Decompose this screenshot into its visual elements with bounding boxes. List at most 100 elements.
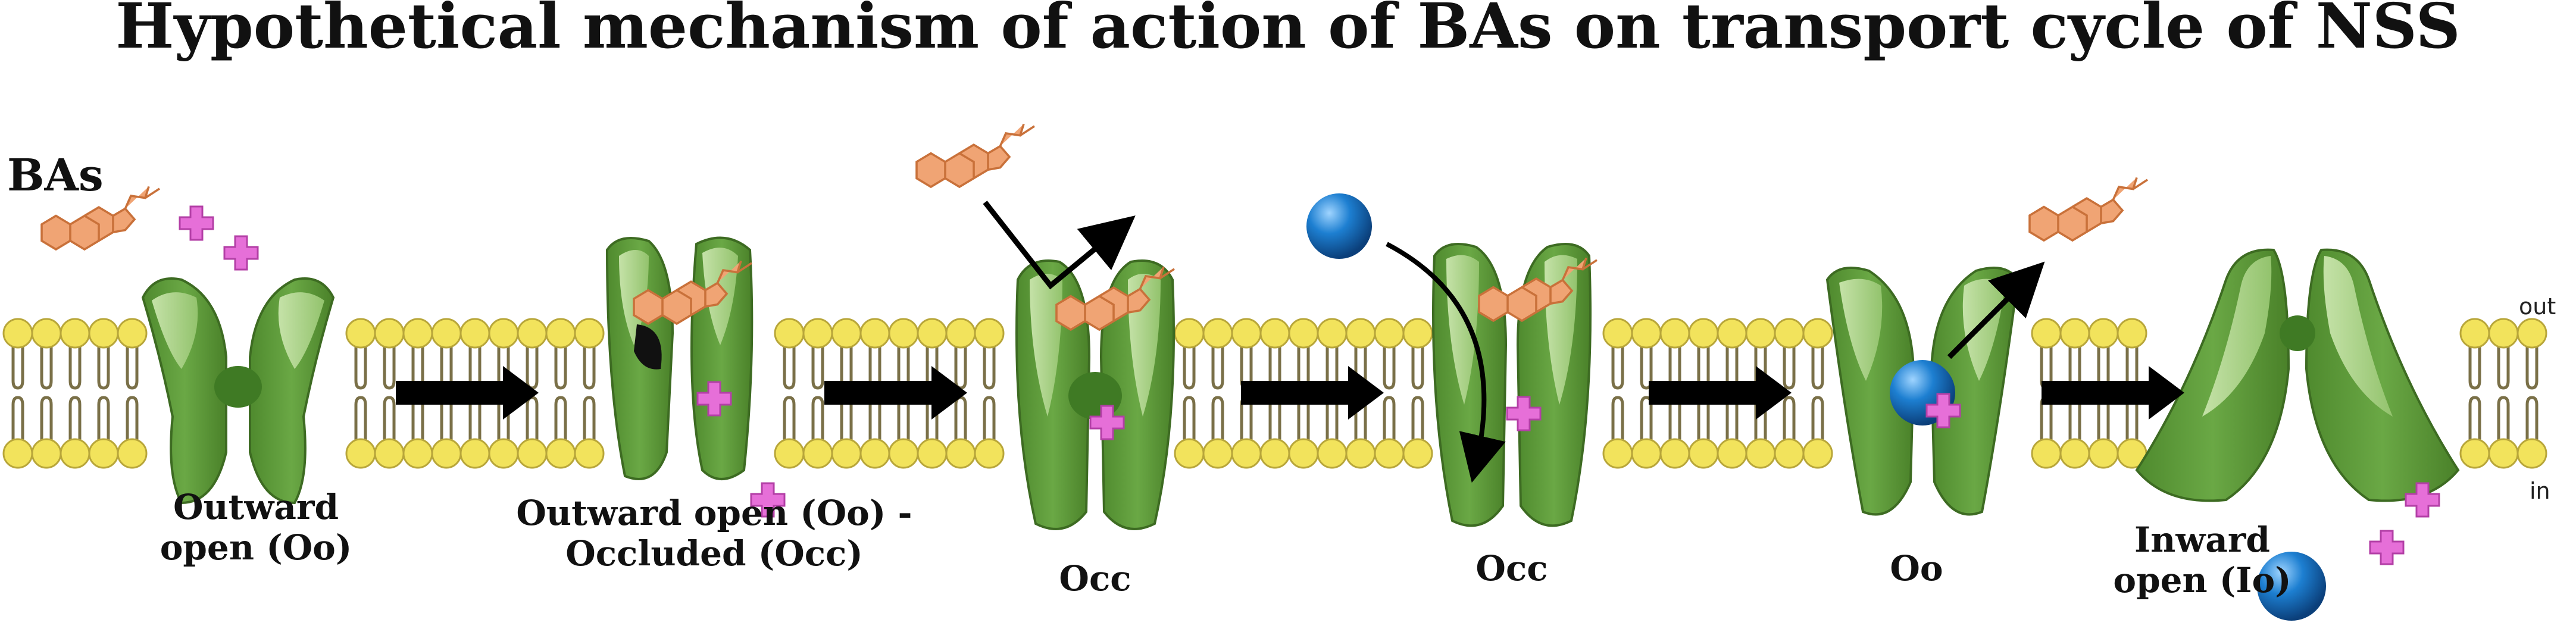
lipid-head (1259, 438, 1290, 469)
lipid-tail (2525, 346, 2539, 390)
lipid-tail (68, 396, 82, 440)
bile-acid-molecule (633, 260, 752, 326)
lipid-head (1288, 438, 1319, 469)
lipid-tail (1383, 346, 1396, 390)
lipid-tail (1383, 396, 1396, 440)
lipid-head (1259, 318, 1290, 349)
lipid-head (374, 438, 405, 469)
lipid-head (1602, 318, 1633, 349)
lipid-head (2117, 318, 2147, 349)
lipid-head (517, 318, 548, 349)
lipid-tail (40, 346, 53, 390)
reaction-arrow (1649, 366, 1792, 420)
out-side-label: out (2519, 293, 2556, 320)
lipid-tail (811, 346, 824, 390)
lipid-tail (783, 346, 796, 390)
sodium-ion-plus (1089, 405, 1125, 440)
state-label-line: Outward (173, 487, 339, 527)
lipid-tail (383, 346, 396, 390)
lipid-head (345, 318, 376, 349)
state-label-line: open (Oo) (160, 527, 352, 568)
lipid-head (2059, 318, 2090, 349)
lipid-head (31, 438, 62, 469)
transporter-protein (141, 277, 335, 505)
transporter-protein (605, 236, 754, 480)
lipid-tail (983, 396, 996, 440)
lipid-tail (526, 396, 539, 440)
lipid-tail (2525, 396, 2539, 440)
lipid-head (2088, 318, 2119, 349)
lipid-head (945, 318, 976, 349)
sodium-ion-plus (750, 482, 786, 518)
transporter-protein (1825, 267, 2019, 516)
lipid-head (402, 438, 433, 469)
lipid-tail (954, 346, 967, 390)
lipid-head (1745, 438, 1776, 469)
lipid-head (488, 318, 519, 349)
lipid-tail (1183, 346, 1196, 390)
lipid-head (2516, 438, 2547, 469)
transporters (141, 236, 2460, 530)
lipid-tail (583, 346, 596, 390)
state-label-line: open (Io) (2113, 560, 2291, 600)
lipid-head (859, 318, 890, 349)
lipid-head (2, 438, 33, 469)
lipid-tail (1183, 396, 1196, 440)
reaction-arrow (1241, 366, 1384, 420)
lipid-head (1288, 318, 1319, 349)
lipid-head (1231, 318, 1262, 349)
lipid-tail (2497, 346, 2510, 390)
sodium-ion-plus (696, 381, 732, 417)
sodium-ion-plus (2369, 530, 2405, 565)
bile-acid-molecule (40, 186, 160, 251)
reaction-arrow (824, 366, 967, 420)
lipid-head (1402, 438, 1433, 469)
lipid-head (1774, 318, 1805, 349)
bas-label: BAs (7, 150, 104, 201)
lipid-head (517, 438, 548, 469)
lipid-tail (97, 396, 110, 440)
lipid-head (945, 438, 976, 469)
lipid-head (974, 318, 1005, 349)
release-arrow (983, 201, 1136, 290)
lipid-head (1717, 318, 1747, 349)
sodium-ion-plus (179, 205, 214, 241)
bile-acids (40, 123, 2148, 331)
lipid-tail (11, 346, 24, 390)
lipid-head (31, 318, 62, 349)
lipid-tail (783, 396, 796, 440)
lipid-head (1659, 318, 1690, 349)
lipid-tail (11, 396, 24, 440)
lipid-head (2459, 318, 2490, 349)
bile-acid-molecule (915, 123, 1035, 189)
lipid-head (1345, 318, 1376, 349)
ions (179, 205, 2440, 565)
lipid-head (459, 318, 490, 349)
sodium-ion-plus (223, 235, 259, 271)
lipid-head (1745, 318, 1776, 349)
lipid-head (1659, 438, 1690, 469)
lipid-head (831, 438, 862, 469)
lipid-tail (1211, 396, 1224, 440)
lipid-head (859, 438, 890, 469)
lipid-head (374, 318, 405, 349)
bile-acid-molecule (1478, 257, 1598, 323)
lipid-head (1402, 318, 1433, 349)
lipid-tail (2497, 396, 2510, 440)
lipid-head (2488, 318, 2519, 349)
substrate-sphere (1306, 193, 1372, 259)
in-side-label: in (2530, 478, 2550, 504)
lipid-head (888, 438, 919, 469)
lipid-head (802, 438, 833, 469)
lipid-tail (126, 346, 139, 390)
lipid-tail (2468, 346, 2481, 390)
lipid-head (431, 438, 462, 469)
lipid-head (1631, 438, 1662, 469)
lipid-head (802, 318, 833, 349)
lipid-tail (126, 396, 139, 440)
lipid-head (831, 318, 862, 349)
lipid-head (2031, 318, 2062, 349)
motion-arrows (983, 201, 2045, 483)
lipid-head (60, 318, 90, 349)
